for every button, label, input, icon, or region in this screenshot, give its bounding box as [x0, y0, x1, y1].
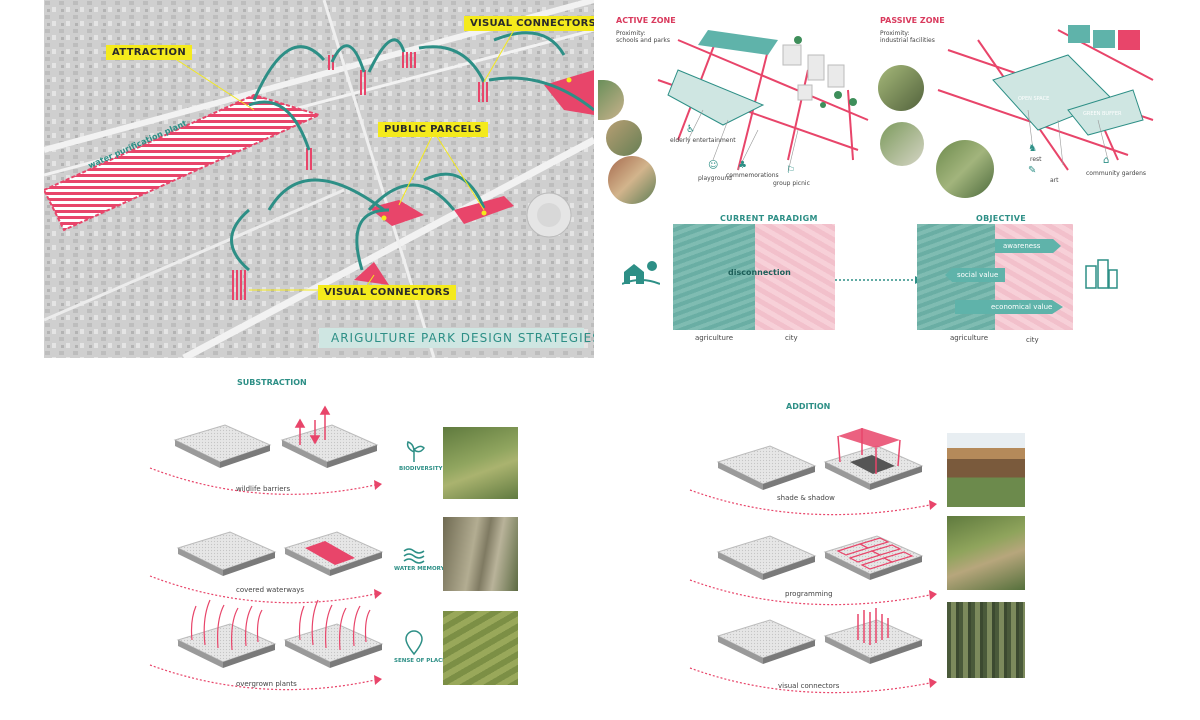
icon-label-rest: rest — [1030, 156, 1042, 163]
block-waterway-1 — [176, 531, 277, 576]
addition-title: ADDITION — [786, 402, 831, 411]
icon-label-elderly: elderly entertainment — [670, 137, 736, 144]
playground-icon: ☺ — [708, 160, 719, 171]
objective-agri-axis: agriculture — [950, 334, 988, 342]
block-shade-2 — [823, 445, 924, 490]
picnic-icon: ⚐ — [786, 165, 795, 176]
objective-title: OBJECTIVE — [976, 214, 1027, 223]
block-plants-2 — [283, 623, 384, 668]
dotted-arrow — [835, 276, 923, 284]
block-programming-1 — [716, 535, 817, 580]
overgrown-plants-label: overgrown plants — [236, 680, 297, 688]
sense-of-place-label: SENSE OF PLACE — [394, 658, 446, 664]
current-city-axis: city — [785, 334, 798, 342]
objective-economical: economical value — [991, 303, 1053, 311]
open-space-tag: OPEN SPACE — [1018, 96, 1049, 102]
location-pin-icon — [405, 630, 423, 656]
block-connectors-1 — [716, 619, 817, 664]
banner-title: ARIGULTURE PARK DESIGN STRATEGIES — [331, 331, 594, 345]
icon-label-commemorations: commemorations — [726, 172, 779, 179]
active-proximity-label: Proximity: — [616, 30, 646, 37]
city-icon — [1084, 256, 1118, 294]
biodiversity-photo — [443, 427, 518, 499]
public-parcel — [369, 200, 424, 226]
art-icon: ✎ — [1028, 165, 1037, 176]
active-photo-2 — [606, 120, 642, 156]
sense-of-place-photo — [443, 611, 518, 685]
water-memory-label: WATER MEMORY — [394, 566, 445, 572]
current-agri-axis: agriculture — [695, 334, 733, 342]
commemoration-icon: ♣ — [738, 160, 747, 171]
passive-proximity-value: industrial facilities — [880, 37, 935, 44]
elderly-icon: ♿ — [686, 124, 695, 135]
zones-diagram: OPEN SPACE GREEN BUFFER — [657, 25, 1154, 173]
objective-awareness: awareness — [1003, 242, 1041, 250]
visual-connectors-label: visual connectors — [778, 682, 840, 690]
visual-connectors-bottom-label: VISUAL CONNECTORS — [318, 285, 457, 300]
block-connectors-2 — [823, 619, 924, 664]
block-shade-1 — [716, 445, 817, 490]
disconnection-label: disconnection — [728, 268, 791, 277]
connectors-photo — [947, 602, 1025, 678]
block-wildlife-2 — [280, 424, 379, 468]
current-paradigm-image: disconnection — [673, 224, 835, 330]
passive-zone-title: PASSIVE ZONE — [880, 16, 945, 25]
green-buffer-tag: GREEN BUFFER — [1083, 111, 1122, 117]
attraction-label: ATTRACTION — [106, 45, 193, 60]
icon-label-playground: playground — [698, 175, 732, 182]
strategy-map-panel: ATTRACTION VISUAL CONNECTORS PUBLIC PARC… — [44, 0, 594, 358]
passive-photo-3 — [936, 140, 994, 198]
objective-social: social value — [957, 271, 999, 279]
icon-label-community: community gardens — [1086, 170, 1147, 177]
water-memory-photo — [443, 517, 518, 591]
current-paradigm-title: CURRENT PARADIGM — [720, 214, 818, 223]
shade-photo — [947, 433, 1025, 507]
zones-panel: OPEN SPACE GREEN BUFFER ACTIVE ZONE Prox… — [598, 10, 1158, 204]
substraction-title: SUBSTRACTION — [237, 378, 307, 387]
strategy-banner: ARIGULTURE PARK DESIGN STRATEGIES — [319, 328, 594, 348]
programming-label: programming — [785, 590, 833, 598]
rest-icon: ♞ — [1028, 143, 1037, 154]
objective-city-axis: city — [1026, 336, 1039, 344]
icon-label-group-picnic: group picnic — [773, 180, 810, 187]
farm-icon — [621, 258, 661, 286]
paradigm-panel: CURRENT PARADIGM OBJECTIVE disconnection… — [610, 210, 1170, 350]
passive-proximity-label: Proximity: — [880, 30, 910, 37]
biodiversity-label: BIODIVERSITY — [399, 466, 443, 472]
visual-connectors-top-label: VISUAL CONNECTORS — [464, 16, 594, 31]
active-photo-3 — [608, 156, 656, 204]
block-wildlife-1 — [173, 424, 272, 468]
sprout-icon — [406, 441, 425, 462]
covered-waterways-label: covered waterways — [236, 586, 305, 594]
wildlife-barriers-label: wildlife barriers — [236, 485, 291, 493]
programming-photo — [947, 516, 1025, 590]
block-waterway-2 — [283, 531, 384, 576]
block-plants-1 — [176, 623, 277, 668]
waves-icon — [403, 548, 425, 564]
block-programming-2 — [823, 535, 924, 580]
objective-image: awareness social value economical value — [917, 224, 1073, 330]
active-proximity-value: schools and parks — [616, 37, 671, 44]
active-zone-title: ACTIVE ZONE — [616, 16, 676, 25]
shade-shadow-label: shade & shadow — [777, 494, 835, 502]
icon-label-art: art — [1050, 177, 1059, 184]
community-garden-icon: ⌂ — [1103, 155, 1110, 166]
passive-photo-1 — [878, 65, 924, 111]
public-parcel — [354, 262, 389, 285]
public-parcels-label: PUBLIC PARCELS — [378, 122, 488, 137]
passive-photo-2 — [880, 122, 924, 166]
